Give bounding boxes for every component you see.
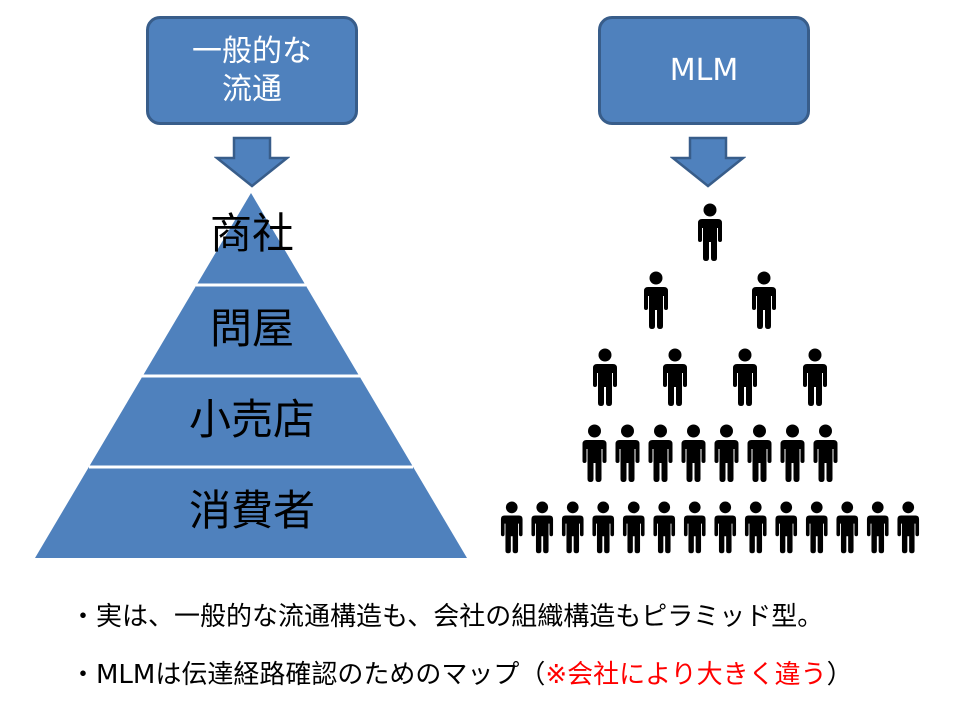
person-icon: [813, 424, 838, 482]
person-icon: [803, 348, 827, 406]
person-icon: [752, 271, 776, 329]
pyramid-level-consumer: 消費者: [188, 486, 315, 535]
person-icon: [744, 501, 767, 554]
person-icon: [836, 501, 859, 554]
note-pyramid-structure: ・実は、一般的な流通構造も、会社の組織構造もピラミッド型。: [70, 602, 824, 632]
note-mlm-map-prefix: ・MLMは伝達経路確認のためのマップ（: [70, 660, 546, 690]
person-icon: [615, 424, 640, 482]
pyramid-level-wholesaler: 問屋: [209, 304, 294, 353]
person-icon: [561, 501, 584, 554]
person-icon: [582, 424, 607, 482]
general-distribution-box: 一般的な 流通: [146, 16, 358, 125]
person-icon: [653, 501, 676, 554]
person-icon: [775, 501, 798, 554]
person-icon: [714, 501, 737, 554]
person-icon: [714, 424, 739, 482]
pyramid-level-retailer: 小売店: [188, 395, 315, 444]
person-icon: [644, 271, 668, 329]
person-icon: [531, 501, 554, 554]
person-icon: [683, 501, 706, 554]
person-icon: [897, 501, 920, 554]
down-arrow-icon: [670, 136, 746, 188]
person-icon: [593, 348, 617, 406]
pyramid-level-trading-company: 商社: [209, 209, 294, 258]
person-icon: [698, 203, 722, 261]
note-mlm-map-suffix: ）: [826, 660, 853, 690]
person-icon: [747, 424, 772, 482]
note-mlm-map-warning: ※会社により大きく違う: [545, 660, 827, 690]
person-icon: [733, 348, 757, 406]
person-icon: [681, 424, 706, 482]
person-icon: [648, 424, 673, 482]
person-icon: [500, 501, 523, 554]
person-icon: [780, 424, 805, 482]
person-icon: [622, 501, 645, 554]
mlm-box: MLM: [598, 16, 810, 125]
person-icon: [663, 348, 687, 406]
person-icon: [592, 501, 615, 554]
person-icon: [805, 501, 828, 554]
note-mlm-map: ・MLMは伝達経路確認のためのマップ（※会社により大きく違う）: [70, 658, 853, 692]
person-icon: [866, 501, 889, 554]
down-arrow-icon: [214, 136, 290, 188]
